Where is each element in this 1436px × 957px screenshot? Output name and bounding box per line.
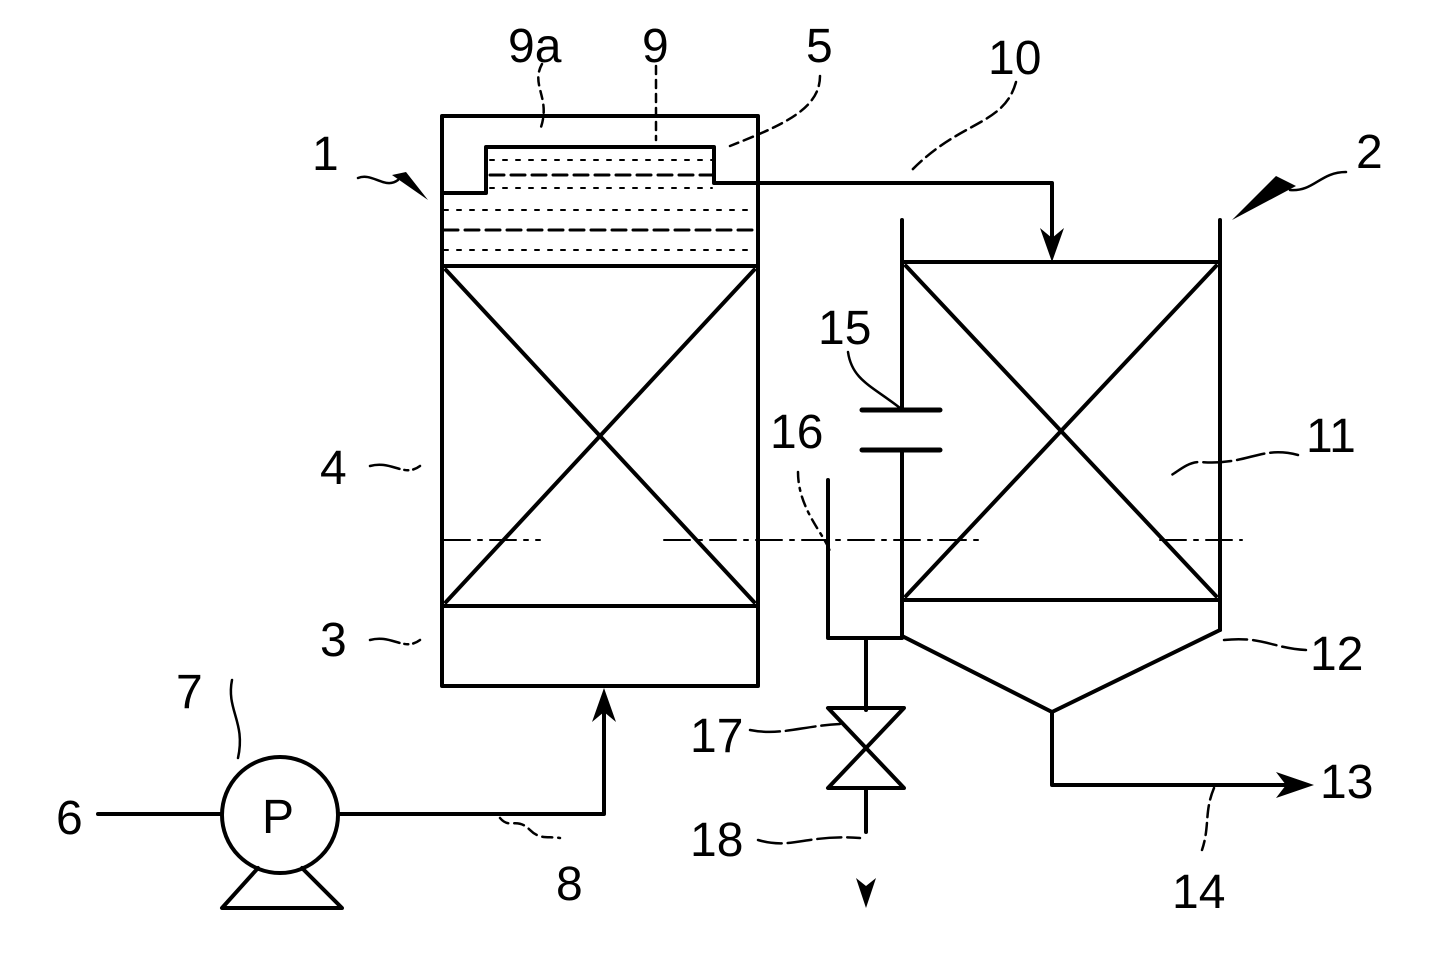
label-8: 8 [556,858,583,911]
trough-9 [442,145,760,195]
label-5: 5 [806,20,833,73]
drain-arrow-icon [856,878,876,908]
label-9a: 9a [508,20,562,73]
label-4: 4 [320,442,347,495]
transfer-arrow-icon [1040,228,1064,262]
transfer-line-10 [756,181,1064,262]
vessel-2-cone [900,628,1222,714]
leader-lines [229,62,1348,852]
label-3: 3 [320,614,347,667]
vessel-1-liquid-layer [442,209,758,251]
feed-system [96,688,616,910]
label-7: 7 [176,666,203,719]
arrow-1-icon [392,172,428,200]
outlet-line-14 [1050,710,1314,798]
label-10: 10 [988,32,1041,85]
label-18: 18 [690,814,743,867]
vessel-1 [440,114,760,688]
valve-17 [826,706,906,790]
label-11: 11 [1306,410,1356,463]
label-14: 14 [1172,866,1225,919]
vessel-2 [859,218,1222,714]
arrow-2-icon [1232,176,1296,220]
label-12: 12 [1310,628,1363,681]
label-17: 17 [690,710,743,763]
vessel-1-body [440,114,760,688]
pump-label: P [262,791,294,844]
label-2: 2 [1356,126,1383,179]
label-15: 15 [818,302,871,355]
reference-labels: 9a 9 5 10 1 2 15 16 11 4 3 12 7 17 13 6 … [56,20,1383,919]
feed-line-8 [336,710,606,816]
pump-base [220,866,344,910]
feed-arrow-icon [592,688,616,722]
label-9: 9 [642,20,669,73]
side-pocket-16 [826,478,906,908]
label-13: 13 [1320,756,1373,809]
label-1: 1 [312,128,339,181]
label-16: 16 [770,406,823,459]
outlet-arrow-icon [1276,772,1314,798]
label-6: 6 [56,792,83,845]
bed-4-cross-b [444,268,756,604]
